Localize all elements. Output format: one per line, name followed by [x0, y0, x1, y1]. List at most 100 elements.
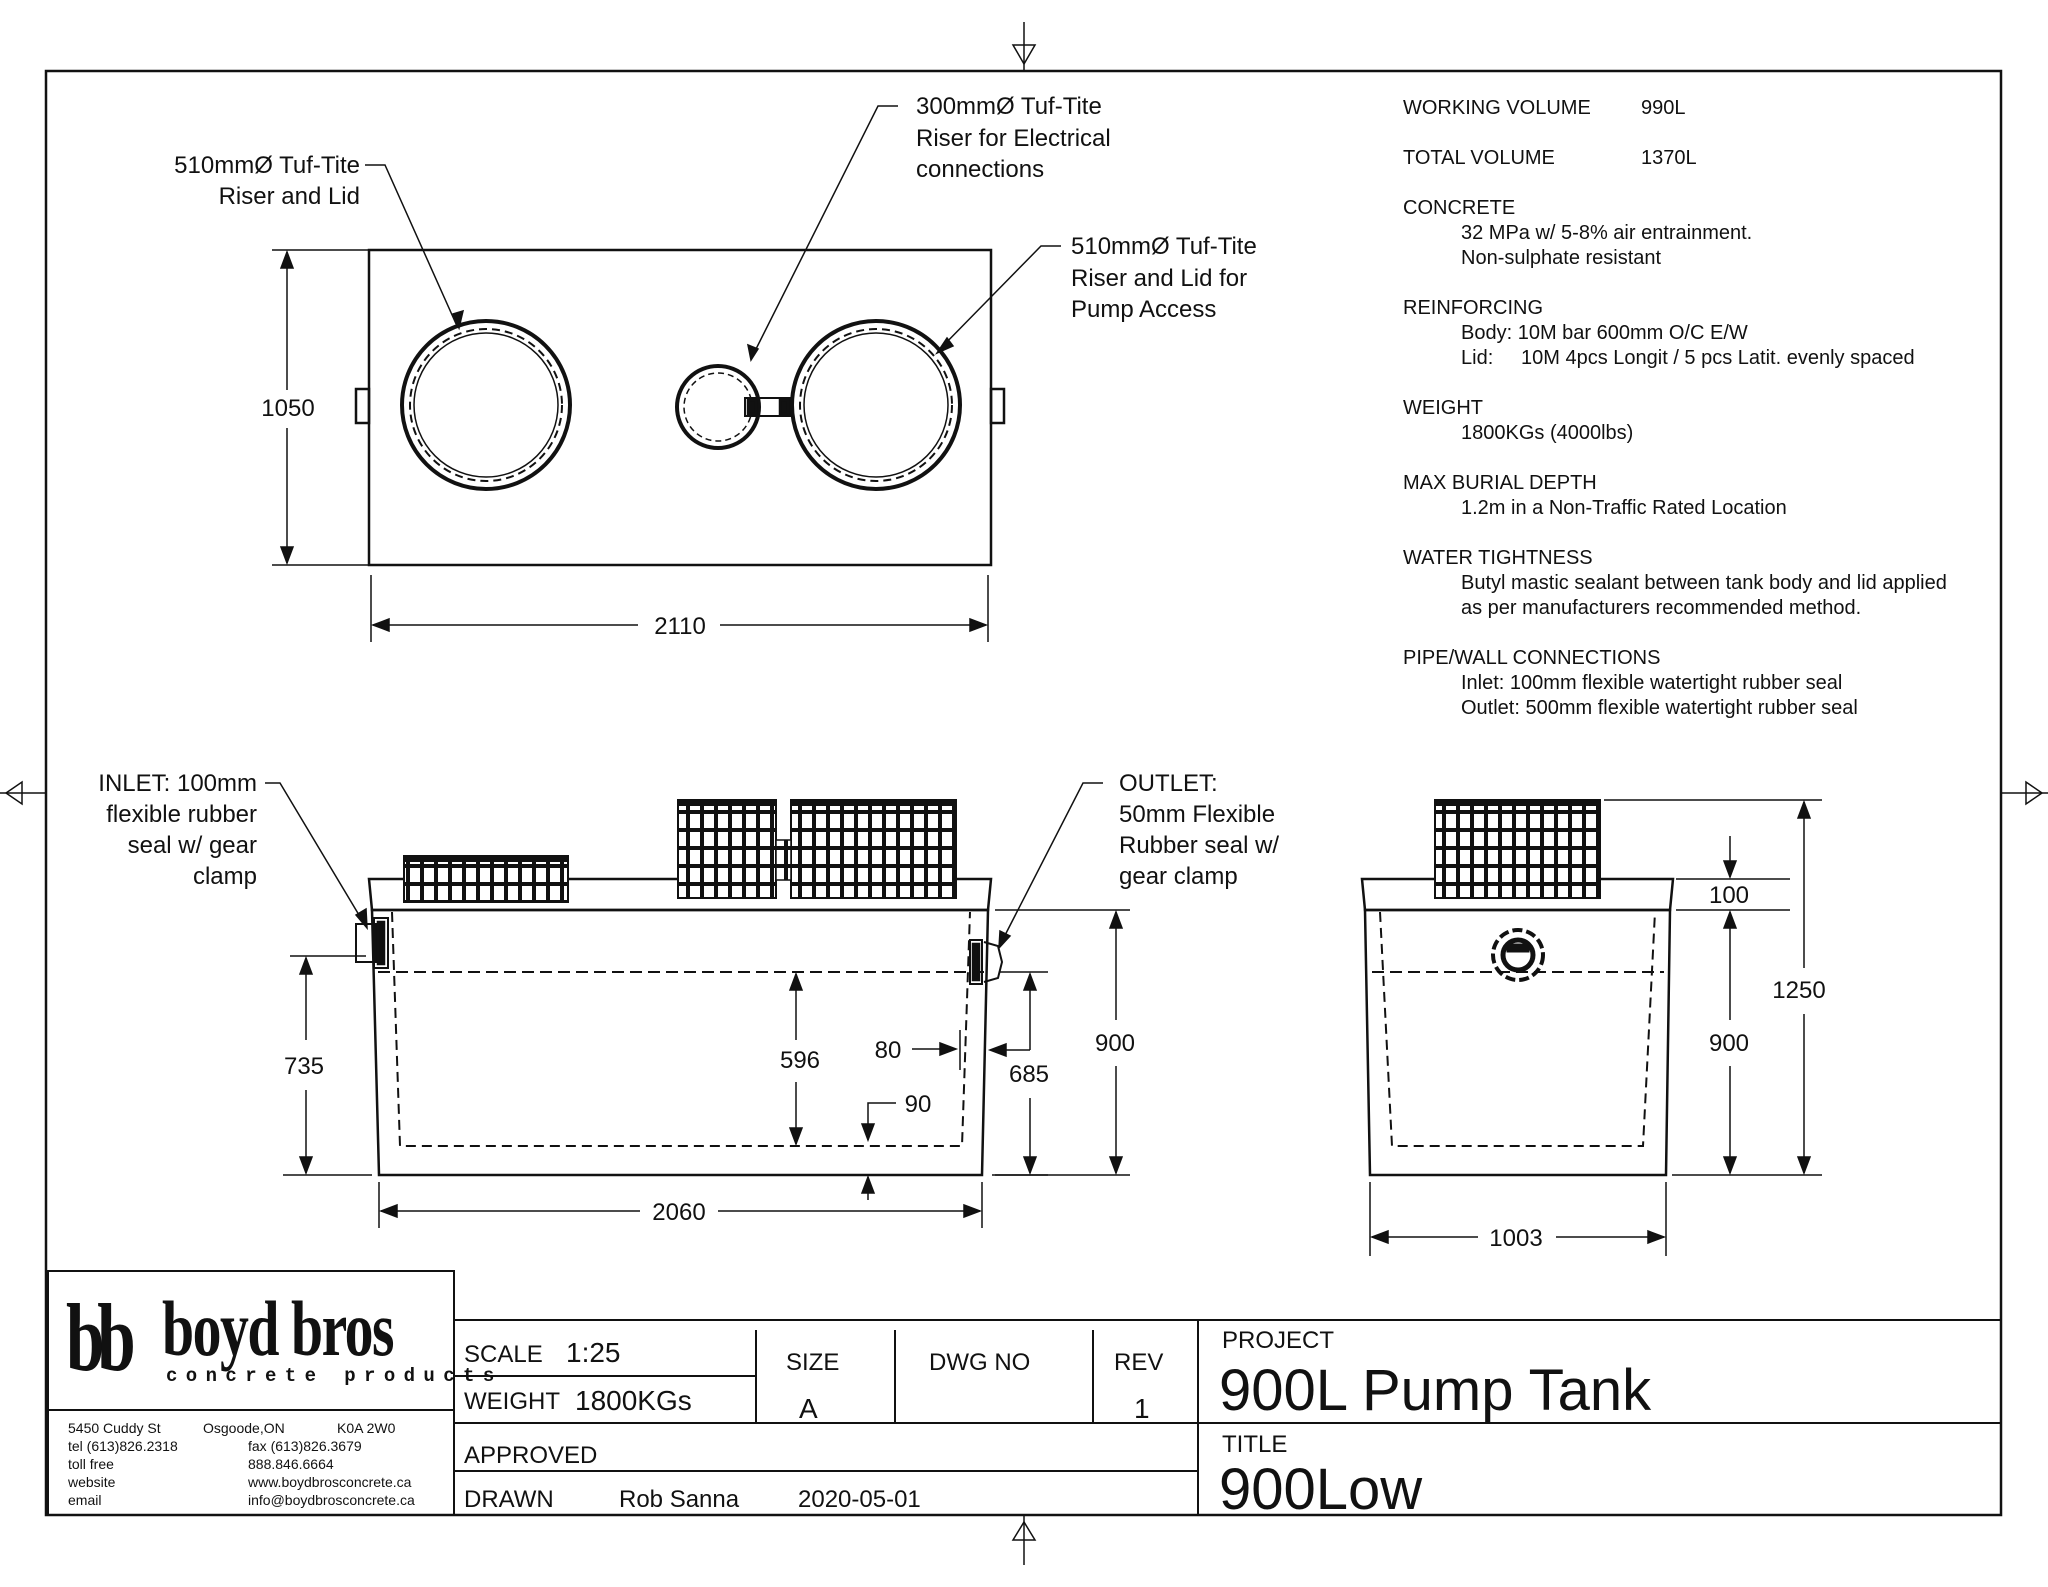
scale-value: 1:25 [566, 1337, 621, 1368]
spec-working-volume: WORKING VOLUME 990L [1403, 97, 1686, 119]
city: Osgoode,ON [203, 1420, 285, 1436]
company-logo: bb boyd bros concrete products [66, 1284, 494, 1398]
center-mark-bottom [1011, 1515, 1037, 1565]
tb-weight-value: 1800KGs [575, 1385, 692, 1416]
dim-end-height-label: 900 [1709, 1030, 1749, 1057]
toll-free: 888.846.6664 [248, 1456, 334, 1472]
phone: tel (613)826.2318 [68, 1438, 178, 1454]
spec-concrete: CONCRETE 32 MPa w/ 5-8% air entrainment.… [1403, 197, 1753, 269]
email-label: email [68, 1492, 102, 1508]
outlet-pipe-end [1491, 928, 1545, 982]
riser-pump-side [790, 799, 957, 899]
project-name: 900L Pump Tank [1219, 1358, 1652, 1423]
svg-text:50mm Flexible: 50mm Flexible [1119, 801, 1275, 828]
dim-plan-height [272, 249, 369, 566]
callout-outlet: OUTLET: 50mm Flexible Rubber seal w/ gea… [1119, 770, 1279, 890]
fax: fax (613)826.3679 [248, 1438, 362, 1454]
side-view [355, 877, 1004, 1177]
callout-riser-left: 510mmØ Tuf-Tite Riser and Lid [174, 152, 360, 210]
svg-text:Rubber seal w/: Rubber seal w/ [1119, 832, 1279, 859]
svg-text:connections: connections [916, 156, 1044, 183]
svg-text:Pump Access: Pump Access [1071, 296, 1216, 323]
drawn-by: Rob Sanna [619, 1486, 740, 1513]
project-label: PROJECT [1222, 1327, 1334, 1354]
leader-outlet [998, 782, 1103, 951]
rev-label: REV [1114, 1349, 1163, 1376]
dim-outlet-height-label: 685 [1009, 1061, 1049, 1088]
callout-inlet: INLET: 100mm flexible rubber seal w/ gea… [98, 770, 257, 890]
spec-burial-depth: MAX BURIAL DEPTH 1.2m in a Non-Traffic R… [1403, 472, 1787, 519]
svg-text:300mmØ Tuf-Tite: 300mmØ Tuf-Tite [916, 93, 1102, 120]
svg-text:INLET: 100mm: INLET: 100mm [98, 770, 257, 797]
center-mark-left [0, 780, 46, 806]
dim-side-length-label: 2060 [652, 1199, 705, 1226]
riser-electrical-plan [675, 364, 791, 450]
drawn-date: 2020-05-01 [798, 1486, 921, 1513]
title-block-lines [47, 1270, 2001, 1516]
dim-end-width-label: 1003 [1489, 1225, 1542, 1252]
dim-water-depth [788, 971, 804, 1147]
company-contact: 5450 Cuddy St Osgoode,ON K0A 2W0 tel (61… [68, 1419, 448, 1509]
dim-plan-width-label: 2110 [654, 613, 706, 640]
callout-riser-electrical: 300mmØ Tuf-Tite Riser for Electrical con… [916, 93, 1111, 183]
riser-left-plan [400, 319, 572, 491]
logo-mark: bb [66, 1284, 136, 1391]
end-view [1360, 877, 1675, 1177]
riser-coupler-side [775, 839, 792, 881]
size-value: A [799, 1393, 818, 1424]
riser-pump-plan [790, 319, 962, 491]
riser-left-side [403, 855, 569, 903]
dim-end-width [1369, 1182, 1667, 1256]
postal-code: K0A 2W0 [337, 1420, 396, 1436]
svg-text:510mmØ Tuf-Tite: 510mmØ Tuf-Tite [174, 152, 360, 179]
drawn-label: DRAWN [464, 1486, 554, 1513]
dim-end-total-label: 1250 [1772, 977, 1825, 1004]
svg-text:gear clamp: gear clamp [1119, 863, 1238, 890]
toll-free-label: toll free [68, 1456, 114, 1472]
riser-end [1434, 799, 1601, 899]
dim-floor-90 [860, 1102, 896, 1200]
plan-view [354, 248, 1006, 567]
center-mark-top [1011, 22, 1037, 71]
dim-plan-height-label: 1050 [261, 395, 314, 422]
tb-weight-label: WEIGHT [464, 1388, 560, 1415]
specifications: WORKING VOLUME 990L TOTAL VOLUME 1370L C… [1403, 96, 2003, 746]
svg-text:Riser and Lid: Riser and Lid [219, 183, 360, 210]
svg-text:seal w/ gear: seal w/ gear [128, 832, 257, 859]
dim-water-depth-label: 596 [780, 1047, 820, 1074]
website-link[interactable]: www.boydbrosconcrete.ca [248, 1474, 412, 1490]
leader-riser-pump [934, 245, 1061, 355]
title-label: TITLE [1222, 1431, 1287, 1458]
dim-side-length [378, 1182, 983, 1228]
email-link[interactable]: info@boydbrosconcrete.ca [248, 1492, 415, 1508]
spec-water-tightness: WATER TIGHTNESS Butyl mastic sealant bet… [1403, 547, 1947, 619]
drawing-title: 900Low [1219, 1457, 1423, 1522]
spec-weight: WEIGHT 1800KGs (4000lbs) [1403, 397, 1634, 444]
rev-value: 1 [1134, 1393, 1150, 1424]
dim-end-total [1604, 799, 1822, 1176]
dim-inlet-height [283, 955, 372, 1176]
svg-text:510mmØ Tuf-Tite: 510mmØ Tuf-Tite [1071, 233, 1257, 260]
spec-reinforcing: REINFORCING Body: 10M bar 600mm O/C E/W … [1403, 297, 1915, 369]
size-label: SIZE [786, 1349, 839, 1376]
website-label: website [68, 1474, 116, 1490]
spec-pipe-connections: PIPE/WALL CONNECTIONS Inlet: 100mm flexi… [1403, 647, 1858, 719]
leader-inlet [265, 782, 368, 931]
leader-riser-electrical [746, 105, 898, 362]
dim-floor-90-label: 90 [905, 1091, 932, 1118]
dim-side-height-label: 900 [1095, 1030, 1135, 1057]
center-mark-right [2001, 780, 2048, 806]
approved-label: APPROVED [464, 1442, 597, 1469]
svg-text:OUTLET:: OUTLET: [1119, 770, 1218, 797]
callout-riser-pump: 510mmØ Tuf-Tite Riser and Lid for Pump A… [1071, 233, 1257, 323]
dim-end-top-label: 100 [1709, 882, 1749, 909]
scale-label: SCALE [464, 1341, 543, 1368]
dim-inlet-height-label: 735 [284, 1053, 324, 1080]
riser-electrical-side [677, 799, 777, 899]
spec-total-volume: TOTAL VOLUME 1370L [1403, 147, 1697, 169]
dim-end-top [1676, 836, 1790, 1020]
address: 5450 Cuddy St [68, 1420, 161, 1436]
dim-wall-80 [912, 1030, 961, 1070]
dim-end-height [1672, 1066, 1822, 1176]
svg-text:flexible rubber: flexible rubber [106, 801, 257, 828]
